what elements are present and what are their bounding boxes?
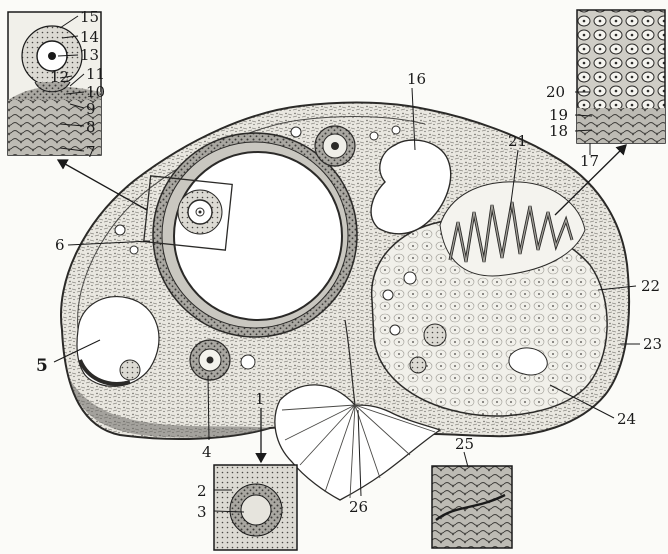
label-6: 6: [55, 236, 65, 254]
label-3: 3: [197, 503, 207, 521]
atretic-follicle: [77, 297, 159, 387]
cumulus-oophorus: [178, 190, 222, 234]
secondary-follicle-top: [315, 126, 355, 166]
label-4: 4: [202, 443, 212, 461]
label-11: 11: [86, 65, 105, 83]
lutein-central-cavity: [509, 348, 547, 375]
label-24: 24: [617, 410, 636, 428]
label-16: 16: [407, 70, 426, 88]
label-8: 8: [86, 118, 96, 136]
label-14: 14: [80, 28, 99, 46]
inset-corpus-luteum-cells: [577, 10, 665, 143]
label-22: 22: [641, 277, 660, 295]
label-18: 18: [549, 122, 568, 140]
label-23: 23: [643, 335, 662, 353]
label-25: 25: [455, 435, 474, 453]
label-15: 15: [80, 8, 99, 26]
inset-stroma-detail: [432, 466, 512, 548]
label-9: 9: [86, 100, 96, 118]
label-13: 13: [80, 46, 99, 64]
label-17: 17: [580, 152, 599, 170]
inset-follicle-wall: [214, 465, 297, 550]
label-7: 7: [86, 143, 96, 161]
label-12: 12: [50, 68, 69, 86]
label-2: 2: [197, 482, 207, 500]
label-5: 5: [36, 356, 48, 376]
label-1: 1: [255, 390, 265, 408]
label-21: 21: [508, 132, 527, 150]
label-20: 20: [546, 83, 565, 101]
label-19: 19: [549, 106, 568, 124]
label-10: 10: [86, 83, 105, 101]
label-26: 26: [349, 498, 368, 516]
follicle-antrum: [174, 152, 342, 320]
